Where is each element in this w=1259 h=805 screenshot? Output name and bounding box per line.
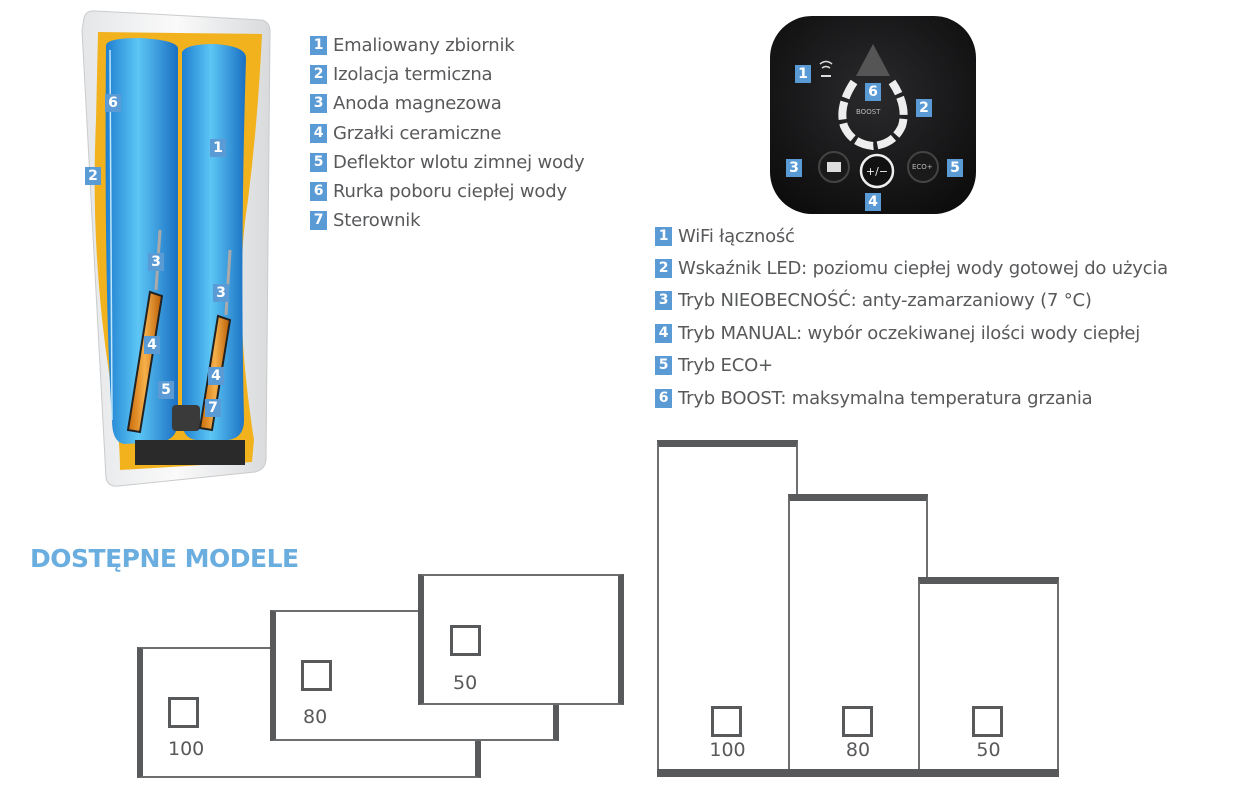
- model-capacity-label: 100: [709, 739, 746, 761]
- model-capacity-label: 50: [976, 739, 1001, 761]
- model-capacity-label: 80: [845, 739, 871, 761]
- heater-callout-3: 3: [148, 253, 164, 271]
- heater-callout-1: 1: [210, 139, 226, 157]
- vertical-model-50: 50: [918, 577, 1059, 772]
- model-square-icon: [301, 660, 332, 691]
- heater-callout-7: 7: [205, 399, 221, 417]
- panel-callout-1: 1: [795, 65, 811, 83]
- heater-callout-6: 6: [105, 94, 121, 112]
- model-square-icon: [711, 706, 742, 737]
- eco-plus-button: ECO+: [912, 163, 933, 171]
- panel-callout-3: 3: [786, 159, 802, 177]
- model-capacity-label: 50: [453, 672, 478, 694]
- model-square-icon: [972, 706, 1003, 737]
- boost-label: BOOST: [856, 108, 881, 116]
- heater-callout-4: 4: [144, 336, 160, 354]
- model-capacity-label: 100: [168, 738, 205, 760]
- horizontal-model-50: 50: [418, 574, 624, 705]
- panel-callout-6: 6: [865, 83, 881, 101]
- heater-callout-3b: 3: [213, 284, 229, 302]
- control-panel-image: +/− BOOST ECO+ 1 2 3 4 5 6: [768, 14, 978, 216]
- heater-callout-2: 2: [85, 167, 101, 185]
- water-heater-cutaway-image: 6 2 1 3 3 4 4 5 7: [0, 0, 300, 495]
- panel-callout-2: 2: [916, 99, 932, 117]
- model-square-icon: [450, 625, 481, 656]
- model-capacity-label: 80: [303, 706, 328, 728]
- model-square-icon: [842, 706, 873, 737]
- vertical-model-80: 80: [788, 494, 928, 772]
- vertical-model-100: 100: [657, 440, 798, 772]
- panel-callout-4: 4: [865, 193, 881, 211]
- vertical-models-base-bar: [657, 769, 1059, 777]
- heater-callout-5: 5: [158, 381, 174, 399]
- models-heading: DOSTĘPNE MODELE: [30, 544, 299, 573]
- svg-text:+/−: +/−: [866, 165, 888, 178]
- heater-callout-4b: 4: [208, 367, 224, 385]
- panel-callout-5: 5: [947, 159, 963, 177]
- model-square-icon: [168, 697, 199, 728]
